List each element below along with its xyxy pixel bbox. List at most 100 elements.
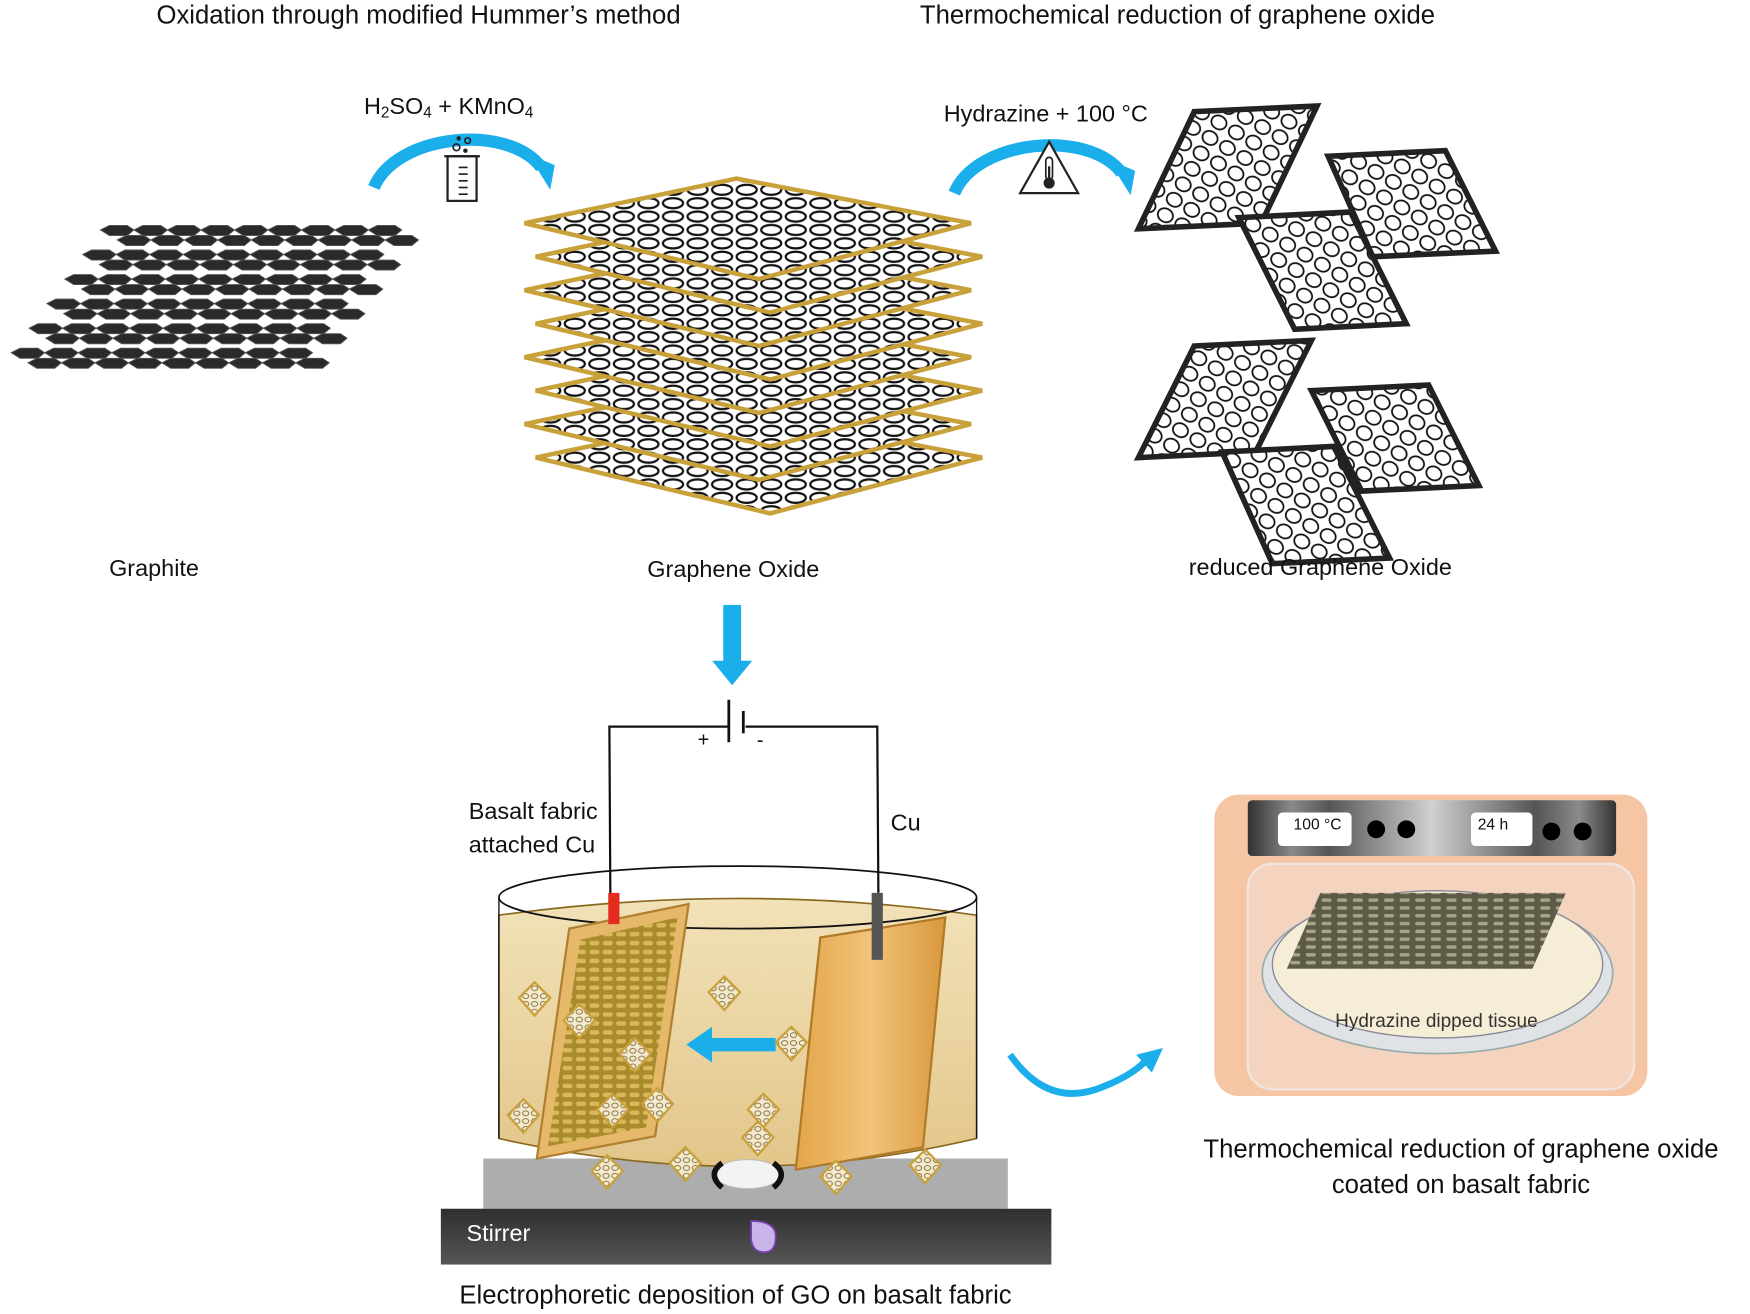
- graphite-tile: [179, 298, 216, 310]
- graphite-tile: [299, 259, 335, 271]
- reduction-reagent-label: Hydrazine + 100 °C: [943, 101, 1148, 128]
- arrow-body: [948, 139, 1127, 196]
- coated-fabric: [1286, 892, 1566, 969]
- graphite-tile: [231, 274, 267, 286]
- graphite-tile: [300, 225, 336, 236]
- thermo-fabric-title-line2: coated on basalt fabric: [1331, 1169, 1591, 1199]
- graphite-tile: [281, 284, 317, 296]
- stir-bar: [713, 1159, 782, 1190]
- graphite-tile: [348, 284, 384, 296]
- graphite-tile: [199, 225, 236, 236]
- graphite-tile: [162, 323, 198, 335]
- graphite-tile: [294, 357, 330, 369]
- migration-arrow-body: [706, 1037, 776, 1052]
- circuit-wires: [608, 699, 880, 927]
- reduction-title: Thermochemical reduction of graphene oxi…: [919, 0, 1436, 30]
- graphite-tile: [111, 333, 147, 345]
- epd-title: Electrophoretic deposition of GO on basa…: [459, 1280, 1012, 1310]
- graphite-tile: [80, 284, 116, 296]
- curved-arrow-oxidation: [368, 133, 555, 191]
- cu-electrode: [794, 916, 947, 1172]
- graphite-tile: [78, 333, 114, 345]
- graphite-tile: [250, 235, 286, 246]
- graphite-tile: [244, 347, 280, 359]
- graphite-tile: [215, 249, 251, 261]
- graphite-tile: [183, 235, 219, 246]
- arrow-body: [1007, 1052, 1150, 1097]
- rgo-sheet: [1133, 103, 1322, 232]
- graphite-tile: [298, 274, 334, 286]
- graphite-tile: [233, 225, 269, 236]
- temperature-knob-1: [1367, 820, 1386, 839]
- graphite-tile: [128, 323, 164, 335]
- go-flake: [640, 1086, 675, 1124]
- graphite-tile: [232, 259, 268, 271]
- go-flake: [668, 1145, 703, 1183]
- graphite-tile: [177, 347, 213, 359]
- graphite-tile: [316, 249, 352, 261]
- graphite-tile: [164, 274, 200, 286]
- graphite-tile: [133, 225, 169, 236]
- basalt-fabric-texture: [548, 917, 678, 1147]
- graphite-tile: [279, 333, 315, 345]
- tissue-label: Hydrazine dipped tissue: [1335, 1010, 1538, 1032]
- graphite-label: Graphite: [109, 555, 199, 582]
- graphite-tile: [195, 323, 231, 335]
- graphite-tile: [62, 308, 98, 320]
- graphite-tile: [166, 225, 202, 236]
- graphite-tile: [144, 347, 180, 359]
- graphite-tile: [330, 308, 366, 320]
- beaker-icon: [444, 136, 480, 203]
- rgo-sheet: [1217, 443, 1394, 567]
- go-flake: [595, 1092, 630, 1129]
- arrow-head: [712, 660, 753, 686]
- graphite-tile: [181, 284, 217, 296]
- oxidation-title: Oxidation through modified Hummer’s meth…: [156, 0, 681, 30]
- graphite-tile: [366, 259, 402, 271]
- graphite-tile: [384, 235, 420, 246]
- graphite-tile: [98, 259, 134, 271]
- graphite-tile: [265, 259, 301, 271]
- graphite-tile: [212, 333, 248, 345]
- graphite-tile: [332, 259, 368, 271]
- stirrer-knob: [750, 1220, 777, 1254]
- graphite-tile: [93, 357, 130, 369]
- graphite-tile: [266, 225, 303, 236]
- heat-warning-icon: [1018, 139, 1081, 195]
- graphite-tile: [145, 333, 181, 345]
- oven: [1214, 794, 1648, 1097]
- go-flake: [562, 1002, 597, 1040]
- arrow-body: [723, 604, 742, 663]
- graphite-tile: [60, 357, 96, 369]
- rotation-arrow-right: [771, 1160, 785, 1190]
- graphite-tile: [211, 347, 247, 359]
- graphite-tile: [44, 333, 80, 345]
- graphite-tile: [247, 284, 284, 296]
- graphite-tile: [349, 249, 385, 261]
- graphite-tile: [213, 298, 249, 310]
- graphite-tile: [197, 274, 233, 286]
- anode-lead-red: [608, 892, 620, 925]
- graphite-tile: [214, 284, 250, 296]
- graphite-tile: [282, 249, 318, 261]
- go-flake: [740, 1120, 775, 1157]
- rgo-sheet: [1133, 337, 1317, 461]
- graphene-oxide-label: Graphene Oxide: [647, 556, 820, 583]
- graphite-tile: [230, 308, 266, 320]
- graphite-tile: [194, 357, 230, 369]
- graphite-tile: [196, 308, 232, 320]
- go-flake: [590, 1153, 625, 1191]
- graphite-tile: [198, 259, 235, 271]
- graphite-tile: [312, 333, 348, 345]
- go-sheet: [524, 176, 972, 282]
- graphite-tile: [45, 298, 82, 310]
- graphite-tile: [264, 274, 300, 286]
- go-flake: [707, 975, 742, 1012]
- epd-bath: [440, 865, 1052, 1265]
- rgo-sheet: [1307, 382, 1484, 494]
- graphite-tile: [263, 308, 299, 320]
- graphite-tile: [146, 298, 182, 310]
- graphite-tile: [43, 347, 79, 359]
- anode-label-line1: Basalt fabric: [468, 799, 598, 825]
- rotation-arrow-left: [711, 1160, 725, 1190]
